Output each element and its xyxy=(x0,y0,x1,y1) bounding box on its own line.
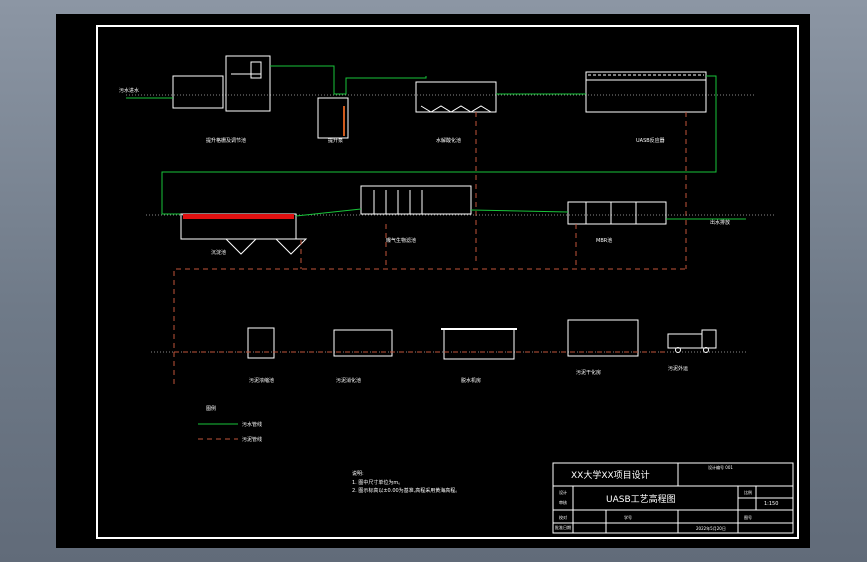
sed-beam xyxy=(183,214,294,219)
sewage-pipe-2 xyxy=(270,65,427,95)
title-block xyxy=(552,462,794,534)
notes-title: 说明: xyxy=(352,470,364,477)
tb-row-review: 审核 xyxy=(559,499,567,505)
tb-row-design: 设计 xyxy=(559,489,567,495)
press-house xyxy=(567,319,639,357)
uasb-reactor xyxy=(585,71,707,113)
thicken-tank xyxy=(333,329,393,357)
unit-label-thicken: 污泥消化池 xyxy=(336,377,361,384)
tb-school: XX大学XX项目设计 xyxy=(571,469,650,481)
unit-label-grid: 提升格栅及调节池 xyxy=(206,137,246,144)
truck-body xyxy=(667,333,703,349)
notes-line-2: 2. 图示标高以±0.00为基准,高程采用黄海高程。 xyxy=(352,487,460,494)
tb-title: UASB工艺高程图 xyxy=(606,493,676,505)
unit-label-pump: 提升泵 xyxy=(328,137,343,144)
outlet-label: 出水排放 xyxy=(710,219,730,226)
tb-mid-label: 学号 xyxy=(624,514,632,520)
aer-tank xyxy=(360,185,472,215)
grid-tank xyxy=(172,75,224,109)
pump-well xyxy=(317,97,349,139)
unit-label-uasb: UASB反应器 xyxy=(636,137,665,144)
tb-row-date: 批准日期 xyxy=(555,524,571,530)
legend: 图例 污水管线 污泥管线 xyxy=(198,405,262,443)
legend-sludge-label: 污泥管线 xyxy=(242,436,262,443)
tb-scale-value: 1:150 xyxy=(764,501,778,507)
unit-label-mbr: MBR池 xyxy=(596,237,612,244)
tb-top-right: 设计编号 001 xyxy=(708,464,733,470)
tb-date: 2022年5月20日 xyxy=(696,525,726,531)
tb-row-check: 校对 xyxy=(559,514,567,520)
tb-scale-label: 比例 xyxy=(744,489,752,495)
sewage-pipe-4 xyxy=(161,75,717,215)
legend-title: 图例 xyxy=(206,405,216,412)
truck-cab xyxy=(701,329,717,349)
notes: 说明: 1. 图中尺寸单位为m。 2. 图示标高以±0.00为基准,高程采用黄海… xyxy=(352,470,460,494)
sludge-main xyxy=(173,268,686,384)
unit-label-aer: 曝气生物滤池 xyxy=(386,237,416,244)
unit-label-dryer: 脱水机房 xyxy=(461,377,481,384)
inlet-label: 污水进水 xyxy=(119,87,139,94)
title-block-text: XX大学XX项目设计 设计编号 001 UASB工艺高程图 设计 审核 校对 批… xyxy=(555,464,778,531)
unit-label-sed: 沉淀池 xyxy=(211,249,226,256)
unit-label-press: 污泥干化房 xyxy=(576,369,601,376)
acid-tank xyxy=(415,81,497,113)
outer-frame xyxy=(96,25,799,539)
legend-sewage-label: 污水管线 xyxy=(242,421,262,428)
row-1 xyxy=(126,55,756,139)
tb-sheet-label: 图号 xyxy=(744,514,752,520)
unit-label-acid: 水解酸化池 xyxy=(436,137,461,144)
sludge-pool xyxy=(247,327,275,359)
unit-label-sludge_pool: 污泥浓缩池 xyxy=(249,377,274,384)
row-3 xyxy=(151,319,746,360)
dryer-house xyxy=(443,328,515,360)
sewage-pipe-6 xyxy=(470,209,569,213)
grid-tower xyxy=(225,55,271,112)
notes-line-1: 1. 图中尺寸单位为m。 xyxy=(352,479,403,486)
row-2 xyxy=(146,185,776,255)
unit-label-truck: 污泥外运 xyxy=(668,365,688,372)
sewage-pipe-5 xyxy=(295,208,362,217)
cad-viewport[interactable]: 提升格栅及调节池 提升泵 水解酸化池 UASB反应器沉淀池 曝气生物滤池 MBR池污泥浓缩… xyxy=(56,14,810,548)
mbr-tank xyxy=(567,201,667,225)
